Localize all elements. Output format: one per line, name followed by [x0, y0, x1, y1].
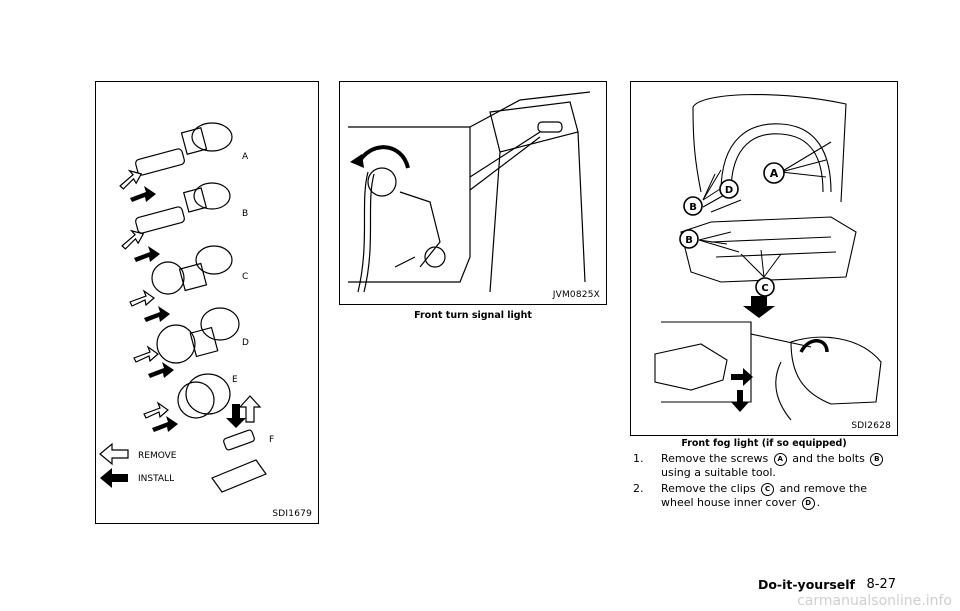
callout-d-icon: D [801, 497, 815, 510]
bulb-label-a: A [242, 152, 249, 162]
figure-code: JVM0825X [552, 290, 600, 300]
callout-b-icon: B [870, 453, 884, 466]
callout-b: B [685, 235, 693, 246]
callout-c-icon: C [761, 483, 775, 496]
callout-a-icon: A [773, 453, 787, 466]
bulb-label-c: C [242, 272, 248, 282]
step-number: 1. [633, 452, 644, 465]
bulb-label-f: F [269, 435, 274, 445]
bulb-illustrations: A B C D E F REMOVE INSTALL [99, 122, 274, 493]
callout-c: C [761, 283, 768, 294]
figure-caption: Front turn signal light [414, 310, 532, 321]
figure-code: SDI1679 [272, 509, 312, 519]
turn-signal-illustration [348, 91, 591, 293]
bulb-label-e: E [232, 375, 238, 385]
section-title: Do-it-yourself [757, 577, 855, 592]
legend-remove-label: REMOVE [138, 451, 177, 461]
step-number: 2. [633, 482, 644, 495]
figure-caption: Front fog light (if so equipped) [681, 438, 847, 449]
figure-code: SDI2628 [851, 421, 891, 431]
callout-a: A [770, 167, 779, 180]
turn-signal-figure: JVM0825X [339, 81, 607, 305]
step-2: 2. Remove the clips C and remove the whe… [633, 482, 900, 510]
callout-b: B [689, 202, 697, 213]
legend-install-label: INSTALL [138, 474, 174, 484]
fog-light-illustration: A B D B C [654, 93, 882, 421]
bulb-label-b: B [242, 209, 248, 219]
step-text: Remove the clips C and remove the wheel … [661, 482, 868, 510]
step-1: 1. Remove the screws A and the bolts B u… [633, 452, 900, 480]
callout-d: D [725, 185, 733, 196]
page-number: 8-27 [866, 577, 896, 592]
watermark: carmanualsonline.info [797, 593, 952, 609]
bulb-label-d: D [242, 338, 249, 348]
step-text: Remove the screws A and the bolts B usin… [661, 452, 901, 480]
fog-light-figure: A B D B C SDI2628 [630, 81, 898, 436]
bulb-types-figure: A B C D E F REMOVE INSTALL SDI1679 [95, 81, 319, 524]
